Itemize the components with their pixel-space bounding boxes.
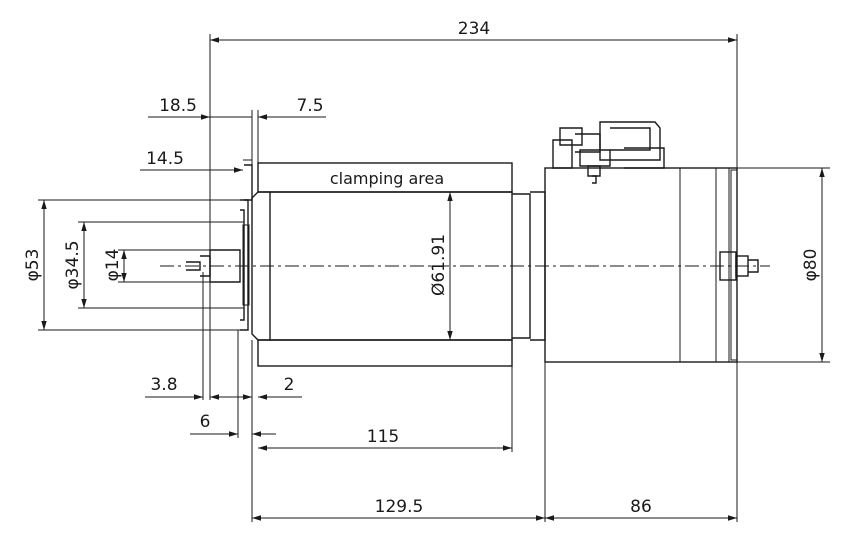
dim-7-5: 7.5 [296, 96, 323, 116]
dim-dia-34-5: φ34.5 [63, 240, 83, 289]
dim-dia-61-91: Ø61.91 [429, 234, 449, 296]
dim-dia-53: φ53 [23, 249, 43, 282]
dim-129-5: 129.5 [375, 497, 424, 517]
dim-3-8: 3.8 [150, 375, 177, 395]
dimension-lines [41, 37, 825, 521]
spindle-body [186, 164, 759, 363]
dim-dia-80: φ80 [801, 249, 821, 282]
air-fittings [552, 121, 665, 184]
extension-lines [38, 34, 830, 522]
dim-2: 2 [284, 375, 295, 395]
dim-14-5: 14.5 [146, 149, 184, 169]
dim-dia-14: φ14 [103, 249, 123, 282]
dim-overall-length: 234 [458, 19, 490, 39]
dim-6: 6 [200, 412, 211, 432]
dim-115: 115 [367, 427, 399, 447]
clamping-area-bottom [257, 339, 513, 367]
dim-86: 86 [630, 497, 652, 517]
dim-18-5: 18.5 [159, 96, 197, 116]
clamping-area-label: clamping area [330, 169, 444, 188]
